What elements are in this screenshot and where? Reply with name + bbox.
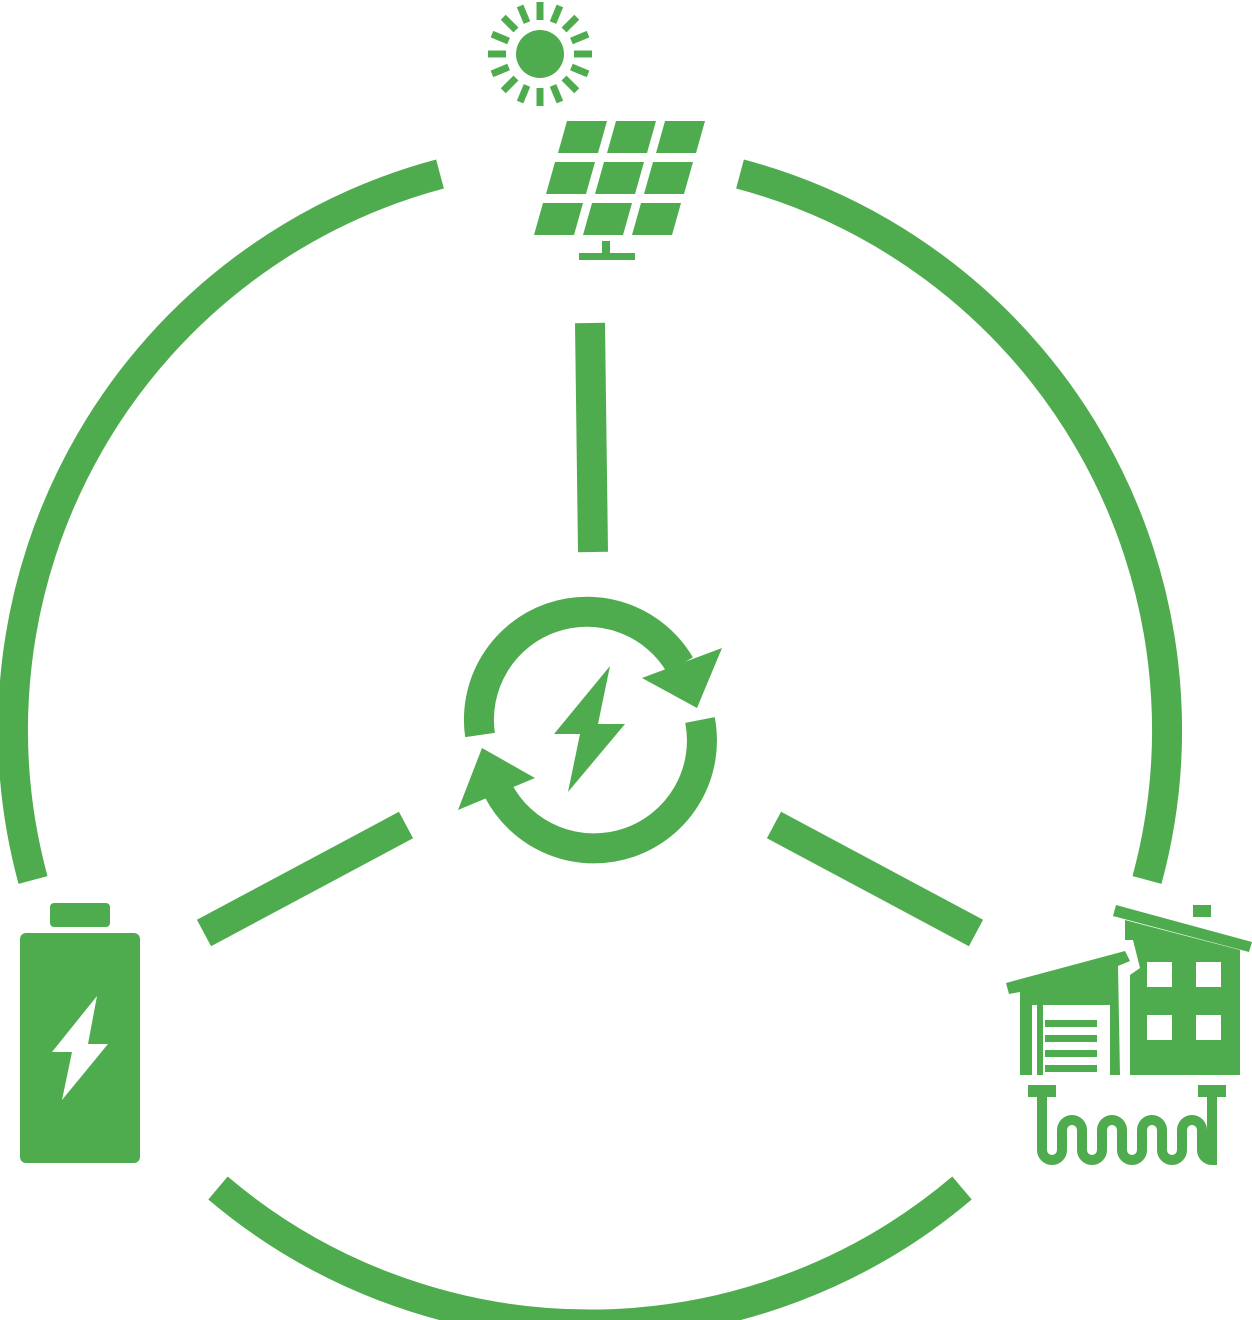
spoke-right (766, 811, 984, 947)
sun-ray (490, 63, 510, 78)
sun-ray (570, 63, 590, 78)
lightning-bolt-icon (554, 666, 625, 792)
solar-panel-icon (534, 121, 705, 260)
solar-cell (546, 162, 595, 194)
house-icon (1006, 905, 1252, 1166)
sun-ray (516, 4, 531, 24)
sun-ray (570, 30, 590, 45)
solar-cell (656, 121, 705, 153)
outer-arc-bottom (208, 1176, 972, 1320)
spoke-top (575, 322, 608, 553)
outer-arc-right (736, 159, 1182, 884)
lightning-bolt-icon (52, 996, 108, 1100)
solar-cell (607, 121, 656, 153)
sun-ray (549, 4, 564, 24)
solar-cell (644, 162, 693, 194)
sun-icon (488, 2, 592, 106)
sun-ray (549, 84, 564, 104)
sun-ray (490, 30, 510, 45)
solar-cell (583, 203, 632, 235)
solar-cell (632, 203, 681, 235)
sun-ray (500, 14, 519, 33)
outer-arc-left (0, 159, 444, 884)
energy-exchange-icon (458, 596, 722, 864)
solar-cell (595, 162, 644, 194)
solar-cell (558, 121, 607, 153)
sun-ray (561, 14, 580, 33)
sun-ray (561, 75, 580, 94)
battery-icon (20, 903, 140, 1163)
sun-ray (500, 75, 519, 94)
solar-cell (534, 203, 583, 235)
spoke-left (196, 811, 414, 947)
sun-ray (516, 84, 531, 104)
